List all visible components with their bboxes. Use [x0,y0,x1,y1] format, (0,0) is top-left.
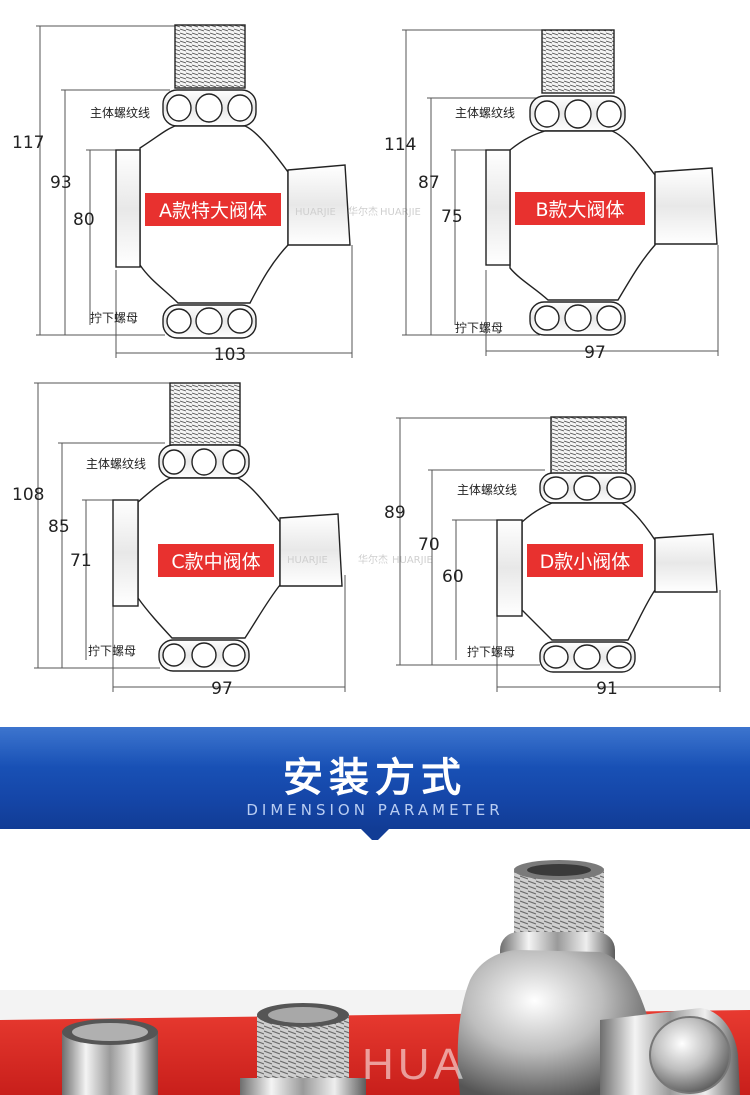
svg-text:华尔杰: 华尔杰 [348,205,378,218]
valve-b-thread-label: 主体螺纹线 [455,106,515,120]
photo-watermark: HUA [362,1040,467,1089]
valve-d-nut-label: 拧下螺母 [467,645,515,659]
valve-photo [457,860,740,1095]
fitting-middle [240,1003,366,1095]
valve-d-dim-thread-to-nut: 70 [418,535,440,555]
product-photo [0,840,750,1095]
valve-a-dim-thread-to-nut: 93 [50,173,72,193]
valve-a: A款特大阀体 117 93 80 103 主体螺纹线 拧下螺母 [12,24,353,365]
valve-c-nut-label: 拧下螺母 [88,644,136,658]
dimension-lines [34,382,346,692]
valve-b-label-box [515,192,645,225]
valve-c-label-box [158,544,274,577]
svg-text:华尔杰: 华尔杰 [358,553,388,566]
valve-d-dim-body: 60 [442,567,464,587]
dimension-lines [36,25,353,358]
svg-text:HUARJIE: HUARJIE [287,555,328,566]
valve-c-dim-width: 97 [211,679,233,699]
valve-a-name: A款特大阀体 [159,200,267,222]
valve-b-dim-body: 75 [441,207,463,227]
banner-title: 安装方式 [283,755,467,801]
valve-a-nut-label: 拧下螺母 [90,311,138,325]
valve-b-nut-label: 拧下螺母 [455,321,503,335]
valve-c-body [112,382,343,672]
valve-a-dim-body: 80 [73,210,95,230]
watermark-row-2: HUARJIE 华尔杰 HUARJIE [287,553,433,566]
valve-b-body [485,29,718,336]
dimension-lines [396,417,721,692]
valve-d-label-box [527,544,643,577]
valve-c-dim-body: 71 [70,551,92,571]
valve-b-name: B款大阀体 [535,199,624,221]
valve-b-dim-width: 97 [584,343,606,363]
valve-b-dim-total: 114 [384,135,416,155]
fitting-left [62,1019,158,1095]
svg-text:HUARJIE: HUARJIE [392,555,433,566]
dimension-lines [402,29,719,356]
valve-d-dim-total: 89 [384,503,406,523]
valve-d: D款小阀体 89 70 60 91 主体螺纹线 拧下螺母 [384,416,721,699]
valve-diagrams: A款特大阀体 117 93 80 103 主体螺纹线 拧下螺母 HUARJIE … [12,24,721,699]
svg-text:HUARJIE: HUARJIE [380,207,421,218]
valve-d-thread-label: 主体螺纹线 [457,483,517,497]
valve-a-dim-width: 103 [214,345,246,365]
valve-b-dim-thread-to-nut: 87 [418,173,440,193]
watermark-row-1: HUARJIE 华尔杰 HUARJIE [295,205,421,218]
valve-c-dim-total: 108 [12,485,44,505]
banner-notch [361,829,389,843]
valve-d-name: D款小阀体 [540,551,631,573]
valve-c-dim-thread-to-nut: 85 [48,517,70,537]
valve-a-body [115,24,351,339]
valve-c-thread-label: 主体螺纹线 [86,457,146,471]
valve-c-name: C款中阀体 [171,551,260,573]
valve-d-dim-width: 91 [596,679,618,699]
valve-a-thread-label: 主体螺纹线 [90,106,150,120]
valve-a-dim-total: 117 [12,133,44,153]
valve-c: C款中阀体 108 85 71 97 主体螺纹线 拧下螺母 [12,382,346,699]
svg-text:HUARJIE: HUARJIE [295,207,336,218]
banner-subtitle: DIMENSION PARAMETER [246,801,504,819]
valve-b: B款大阀体 114 87 75 97 主体螺纹线 拧下螺母 [384,29,719,363]
section-banner: 安装方式 DIMENSION PARAMETER [0,727,750,829]
valve-a-label-box [145,193,281,226]
